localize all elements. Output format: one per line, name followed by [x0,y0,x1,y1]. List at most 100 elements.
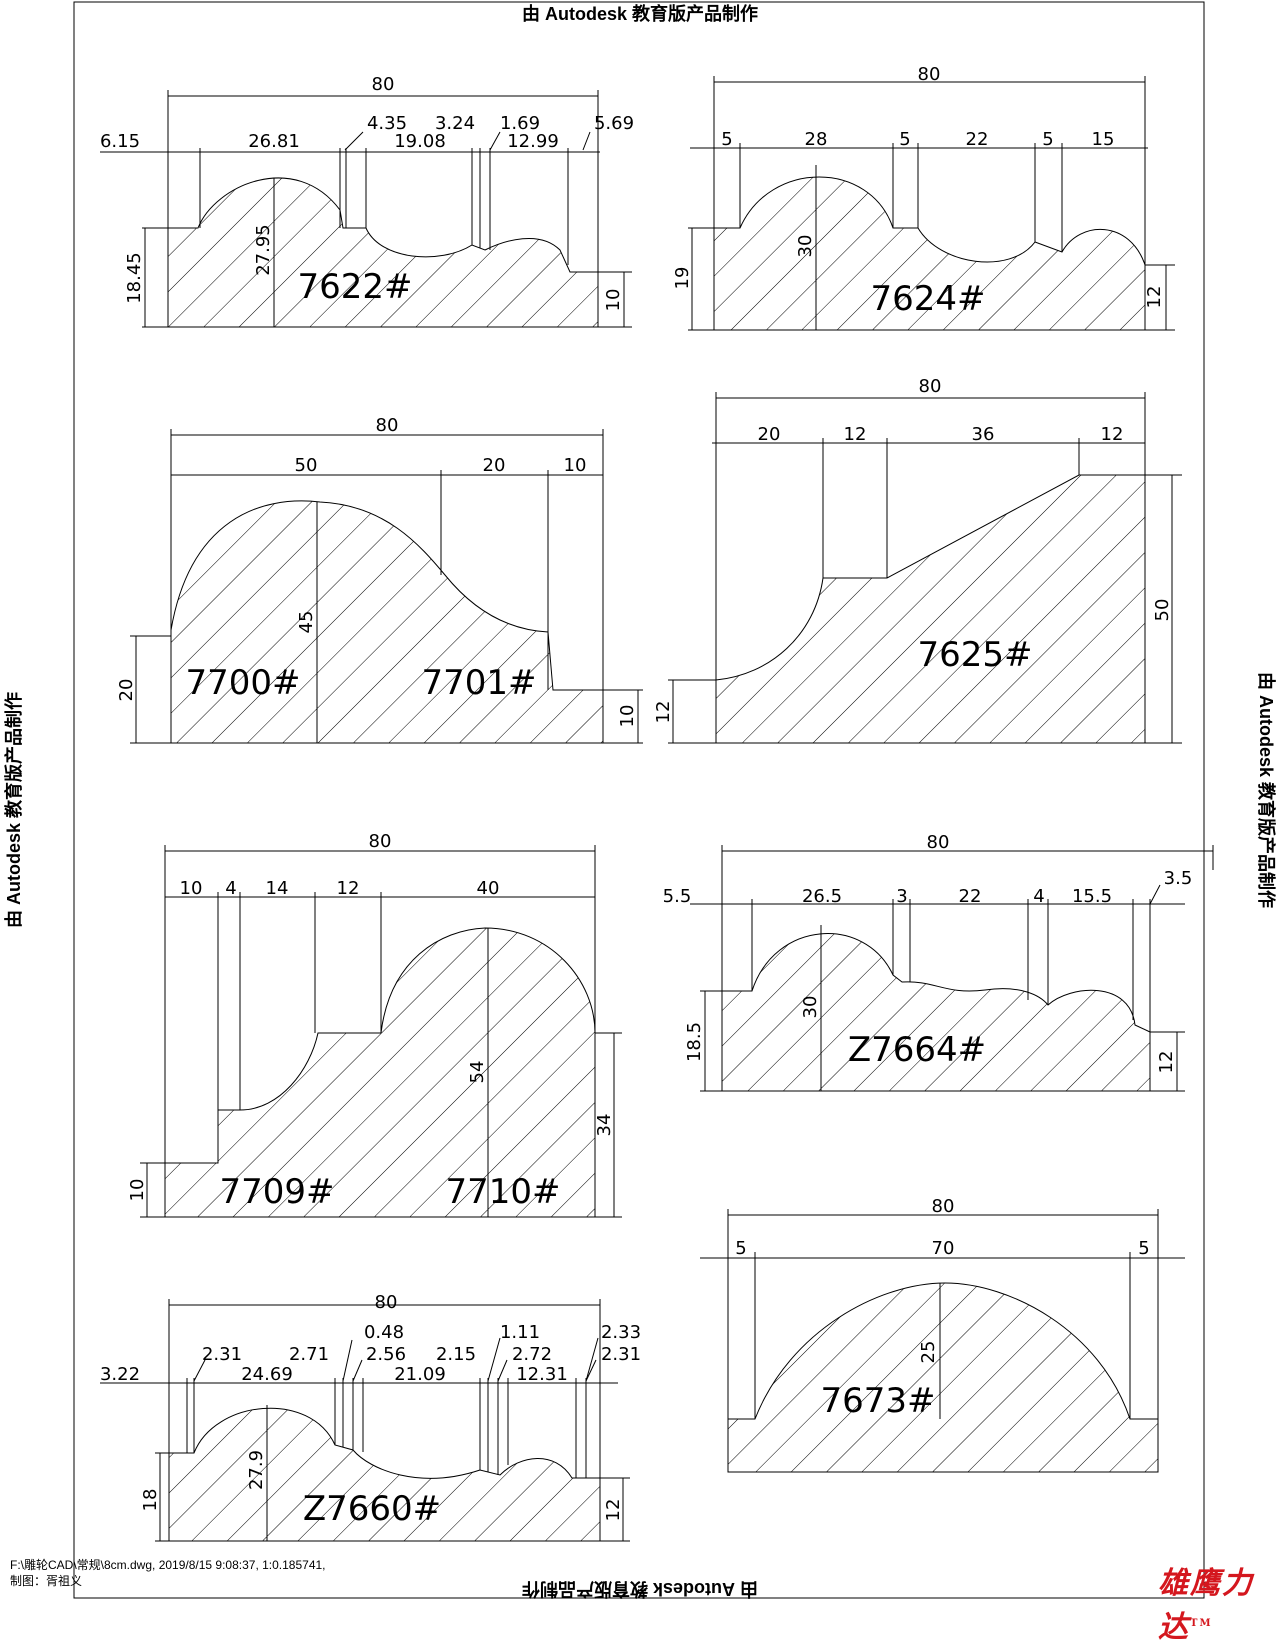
footer-info: F:\雕轮CAD\常规\8cm.dwg, 2019/8/15 9:08:37, … [10,1557,326,1589]
dim-text: 12 [1144,286,1165,309]
profile-7709 [140,845,622,1218]
dim-text: 5 [899,129,910,150]
dim-text: 12 [844,424,867,445]
dim-text: 12 [653,701,674,724]
dim-text: 3.22 [100,1364,140,1385]
dim-text: 70 [932,1238,955,1259]
dim-text: 5.5 [663,886,692,907]
dim-text: 18.45 [124,252,145,304]
dim-text: 27.9 [246,1450,267,1490]
profile-label: 7673# [820,1381,935,1421]
profile-label: 7622# [297,267,412,307]
profile-7673-section [727,1282,1159,1473]
dim-text: 28 [805,129,828,150]
dim-text: 80 [369,831,392,852]
dim-text: 80 [375,1292,398,1313]
profile-7624-section [713,176,1146,331]
dim-text: 18 [140,1489,161,1512]
dim-text: 80 [918,64,941,85]
watermark-top: 由 Autodesk 教育版产品制作 [522,3,758,24]
watermark-left: 由 Autodesk 教育版产品制作 [3,692,24,928]
profile-7700-section [170,500,604,744]
profile-z7660 [100,1299,630,1542]
dim-text: 20 [116,679,137,702]
profile-7625-text: 80 20 12 36 12 12 50 7625# [653,376,1173,723]
dim-text: 5 [1042,129,1053,150]
profile-label: 7701# [421,663,536,703]
profile-7622-section [167,177,599,328]
dim-text: 34 [594,1114,615,1137]
dim-text: 5.69 [594,113,634,134]
dim-text: 5 [1138,1238,1149,1259]
profile-7622-text: 80 6.15 26.81 4.35 3.24 19.08 1.69 12.99… [100,74,634,311]
file-path-text: F:\雕轮CAD\常规\8cm.dwg, 2019/8/15 9:08:37, … [10,1558,326,1572]
dim-text: 3.5 [1164,868,1193,889]
cad-drawing-sheet: 由 Autodesk 教育版产品制作 由 Autodesk 教育版产品制作 由 … [3,1,1277,1600]
sheet-border [73,1,1205,1599]
dim-text: 2.31 [601,1344,641,1365]
dim-text: 54 [467,1061,488,1084]
profile-z7664-text: 80 5.5 26.5 3 22 4 15.5 3.5 18.5 30 12 Z… [663,832,1193,1073]
profile-label: Z7664# [848,1030,986,1070]
profile-z7660-text: 80 0.48 2.31 2.71 2.56 2.15 1.11 2.72 2.… [100,1292,641,1529]
dim-text: 22 [959,886,982,907]
dim-text: 50 [1152,599,1173,622]
dim-text: 27.95 [253,224,274,276]
dim-text: 2.31 [202,1344,242,1365]
dim-text: 80 [932,1196,955,1217]
profile-z7664 [690,845,1214,1092]
dim-text: 26.5 [802,886,842,907]
dim-text: 80 [372,74,395,95]
profile-7700-text: 80 50 20 10 20 45 10 7700# 7701# [116,415,638,727]
dim-text: 2.56 [366,1344,406,1365]
profile-label: Z7660# [303,1489,441,1529]
dim-text: 10 [603,289,624,312]
dim-text: 10 [180,878,203,899]
dim-text: 10 [617,705,638,728]
profile-label: 7624# [870,279,985,319]
dim-text: 6.15 [100,131,140,152]
dim-text: 2.33 [601,1322,641,1343]
dim-text: 4 [1033,886,1044,907]
dim-text: 20 [483,455,506,476]
dim-text: 5 [735,1238,746,1259]
profile-7622 [100,90,632,328]
dim-text: 4 [225,878,236,899]
dim-text: 10 [127,1179,148,1202]
dim-text: 3.24 [435,113,475,134]
dim-text: 2.71 [289,1344,329,1365]
profile-7624-text: 80 5 28 5 22 5 15 19 30 12 7624# [672,64,1165,319]
dim-text: 26.81 [248,131,300,152]
watermark-bottom: 由 Autodesk 教育版产品制作 [522,1579,758,1600]
dim-text: 22 [966,129,989,150]
watermark-right: 由 Autodesk 教育版产品制作 [1256,672,1277,908]
dim-text: 12.99 [507,131,559,152]
dim-text: 3 [896,886,907,907]
author-text: 制图：胥祖义 [10,1574,83,1588]
profile-7673-text: 80 5 70 5 25 7673# [735,1196,1149,1421]
profile-7625 [668,392,1182,744]
dim-text: 12 [337,878,360,899]
brand-logo: 雄鹰力达TM [1158,1558,1280,1646]
profile-label: 7625# [917,635,1032,675]
dim-text: 80 [376,415,399,436]
profile-7700 [130,429,643,744]
dim-text: 20 [758,424,781,445]
dim-text: 45 [296,611,317,634]
dim-text: 15 [1092,129,1115,150]
dim-text: 18.5 [684,1022,705,1062]
dim-text: 36 [972,424,995,445]
profile-z7664-section [721,933,1151,1092]
dim-text: 1.69 [500,113,540,134]
dim-text: 24.69 [241,1364,293,1385]
dim-text: 15.5 [1072,886,1112,907]
profile-label: 7700# [185,663,300,703]
dim-text: 19 [672,267,693,290]
brand-name: 雄鹰力达 [1158,1566,1254,1645]
profile-label: 7710# [445,1172,560,1212]
dim-text: 19.08 [394,131,446,152]
dim-text: 25 [918,1341,939,1364]
dim-text: 80 [927,832,950,853]
profile-7624 [688,76,1175,331]
dim-text: 10 [564,455,587,476]
